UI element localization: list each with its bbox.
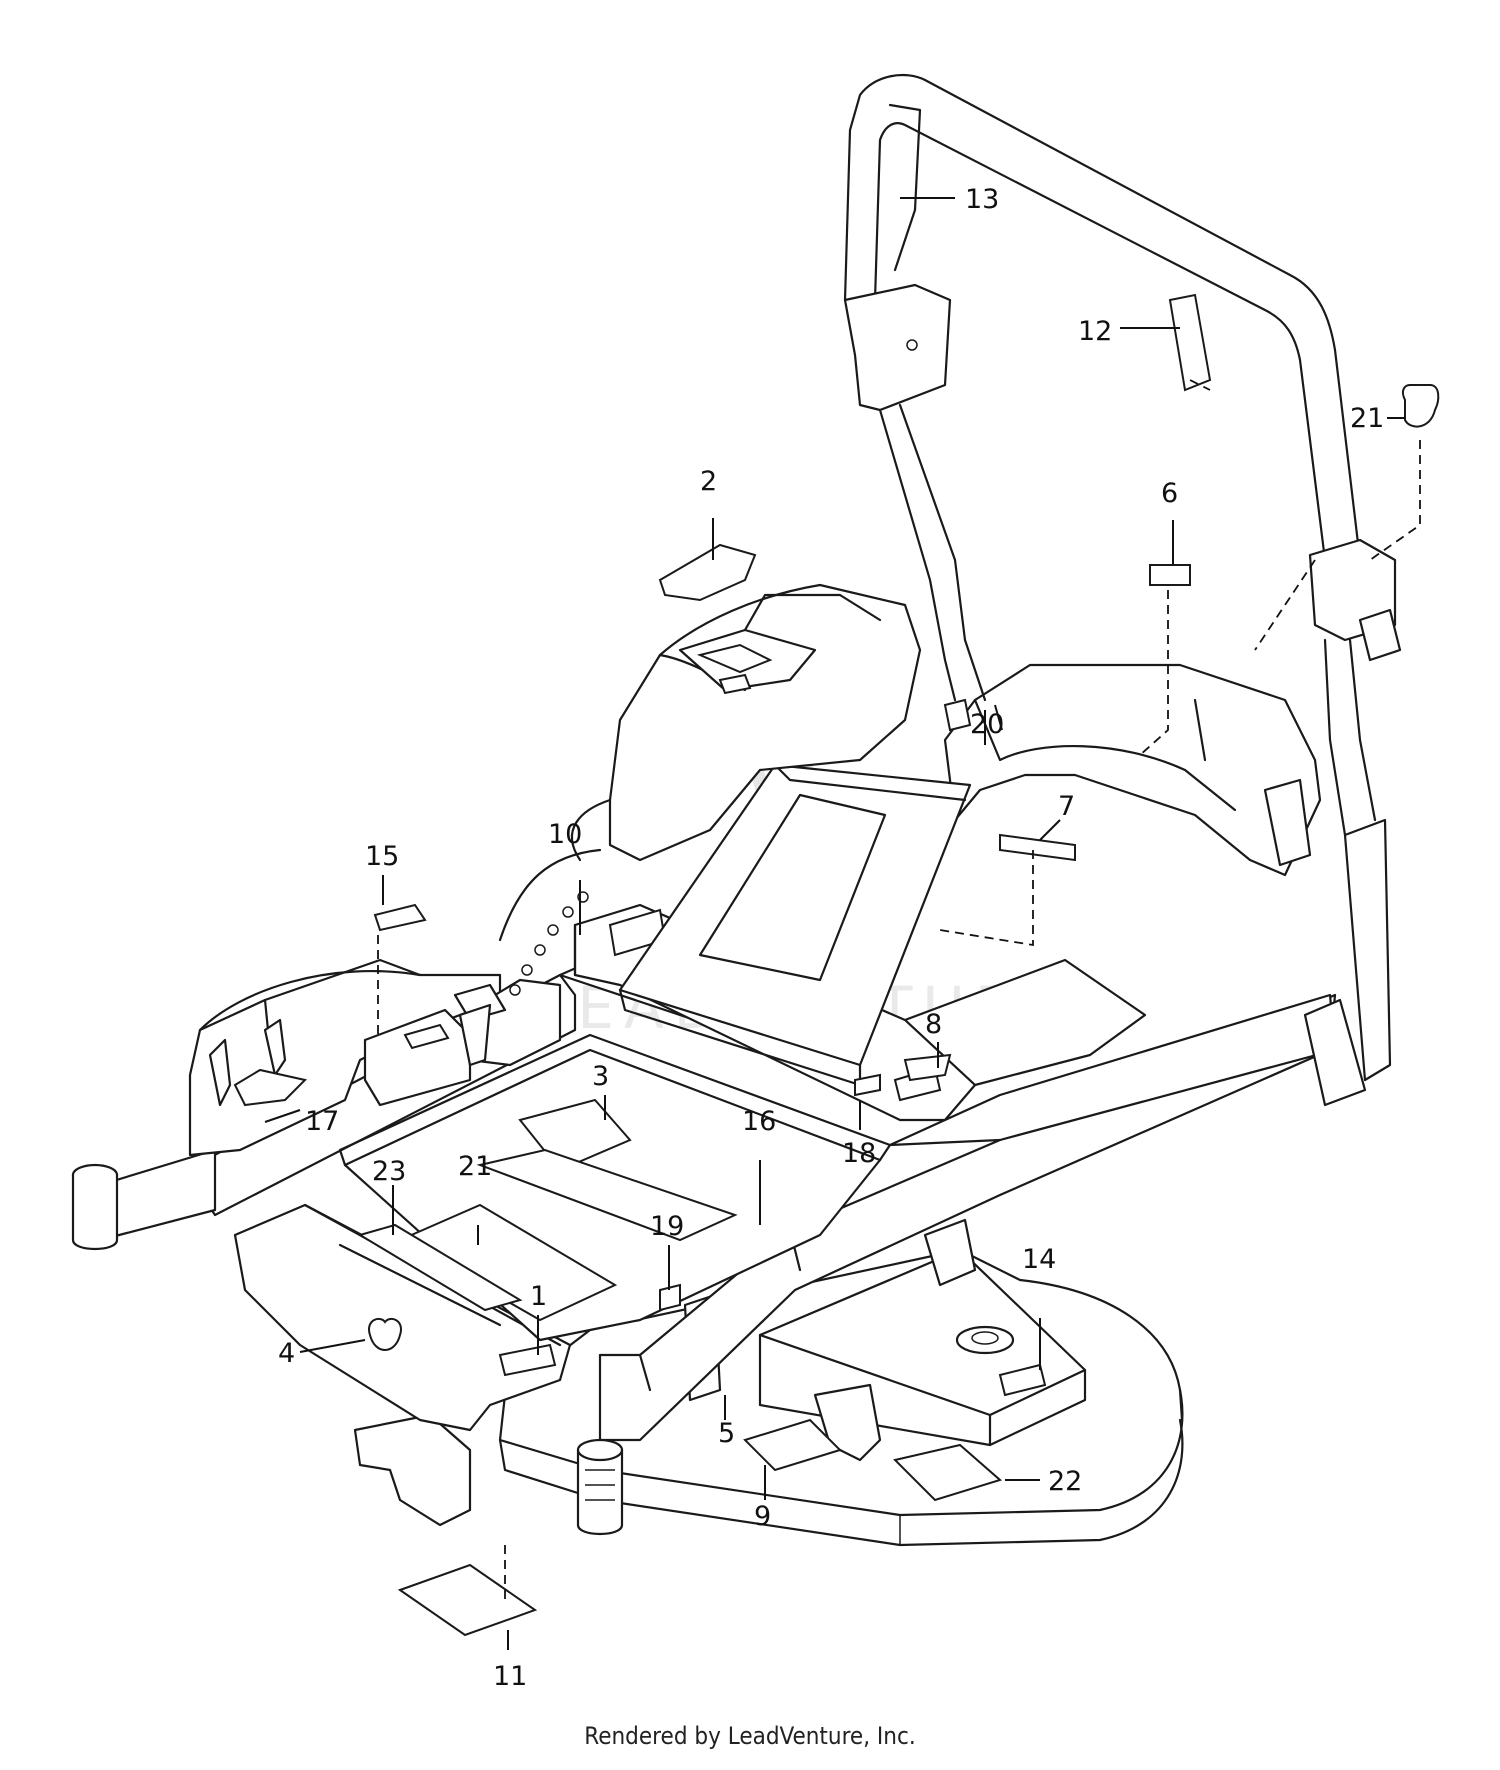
callout-12: 12 [1078, 316, 1112, 347]
callout-14: 14 [1022, 1244, 1056, 1275]
callout-6: 6 [1161, 478, 1178, 509]
leader-lines [264, 197, 1405, 1650]
callout-3: 3 [592, 1061, 609, 1092]
callout-4: 4 [278, 1338, 295, 1369]
seat-pan [618, 763, 972, 1087]
callout-1: 1 [530, 1281, 547, 1312]
rops-roll-bar [843, 73, 1402, 837]
decal-20 [943, 698, 972, 732]
callout-2: 2 [700, 466, 717, 497]
decal-23 [357, 1223, 523, 1312]
decal-1 [498, 1343, 557, 1377]
decal-22 [893, 1443, 1003, 1502]
callout-labels: 13 12 21 2 6 20 7 10 15 8 3 17 16 18 23 … [278, 184, 1384, 1692]
decal-16 [476, 1148, 738, 1242]
callout-9: 9 [754, 1501, 771, 1532]
callout-16: 16 [742, 1106, 776, 1137]
callout-18: 18 [842, 1138, 876, 1169]
decal-7 [999, 833, 1076, 862]
callout-13: 13 [965, 184, 999, 215]
callout-11: 11 [493, 1661, 527, 1692]
decal-4 [368, 1317, 402, 1351]
callout-20: 20 [970, 709, 1004, 740]
callout-7: 7 [1058, 791, 1075, 822]
callout-21-floor: 21 [458, 1151, 492, 1182]
decal-11 [397, 1563, 538, 1637]
decal-12 [1168, 293, 1212, 392]
decal-14 [998, 1363, 1047, 1397]
callout-10: 10 [548, 819, 582, 850]
decal-8 [903, 1053, 952, 1082]
decal-9 [743, 1418, 842, 1472]
decal-6 [1149, 564, 1191, 586]
mower-deck [353, 1218, 1184, 1547]
decal-2 [658, 543, 757, 602]
rear-console-shroud [570, 583, 922, 862]
callout-8: 8 [925, 1009, 942, 1040]
callout-5: 5 [718, 1418, 735, 1449]
decal-17 [233, 1068, 307, 1107]
callout-22: 22 [1048, 1466, 1082, 1497]
placement-lines [377, 379, 1421, 1605]
decal-18 [854, 1073, 881, 1097]
decals [233, 293, 1440, 1637]
render-credit: Rendered by LeadVenture, Inc. [584, 1722, 916, 1750]
callout-17: 17 [305, 1106, 339, 1137]
callout-19: 19 [650, 1211, 684, 1242]
decal-21-upper [1401, 384, 1440, 428]
decal-15 [373, 903, 427, 932]
callout-21-upper: 21 [1350, 403, 1384, 434]
decal-19 [659, 1283, 681, 1312]
callout-15: 15 [365, 841, 399, 872]
callout-23: 23 [372, 1156, 406, 1187]
